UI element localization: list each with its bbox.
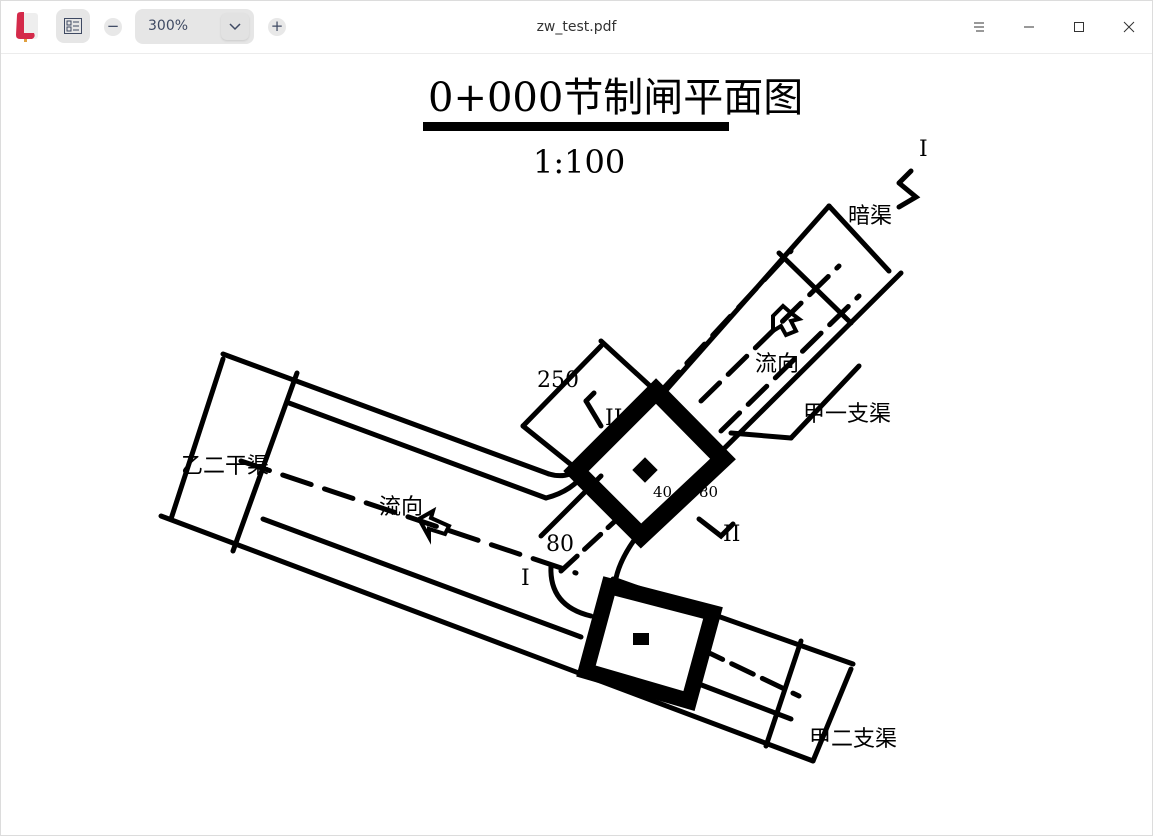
dim-80-right: 80	[699, 483, 718, 501]
close-icon	[1123, 21, 1135, 33]
title-underline	[423, 122, 729, 131]
label-flow-left: 流向	[379, 495, 423, 520]
chevron-down-icon	[229, 22, 241, 30]
dim-250: 250	[537, 368, 579, 393]
section-ii-bottom: II	[723, 522, 740, 547]
main-canal-lines	[158, 351, 816, 764]
minimize-icon	[1024, 26, 1034, 28]
lower-branch-lines	[548, 563, 856, 764]
minimize-button[interactable]	[1017, 15, 1041, 39]
label-culvert: 暗渠	[848, 204, 892, 229]
section-i-bottom: I	[521, 566, 530, 591]
close-button[interactable]	[1117, 15, 1141, 39]
label-branch-a2: 甲二支渠	[809, 727, 897, 752]
label-branch-a1: 甲一支渠	[803, 402, 891, 427]
section-i-top: I	[919, 137, 928, 162]
toolbar: − 300% + zw_test.pdf	[1, 1, 1152, 54]
maximize-button[interactable]	[1067, 15, 1091, 39]
thumbnail-toggle-button[interactable]	[56, 9, 90, 43]
drawing-scale: 1:100	[533, 143, 625, 181]
upper-gate-structure	[563, 378, 736, 549]
sidebar-icon	[64, 18, 82, 34]
drawing-labels: 暗渠 流向 甲一支渠 乙二干渠 流向 甲二支渠 I I II II 250 80…	[181, 137, 928, 752]
document-title: zw_test.pdf	[536, 19, 617, 35]
zoom-out-button[interactable]: −	[104, 18, 122, 36]
pdf-page-drawing: 0+000节制闸平面图 1:100	[158, 75, 928, 764]
upper-branch-lines	[520, 168, 921, 581]
menu-icon	[974, 22, 984, 32]
zoom-value: 300%	[148, 18, 189, 34]
label-main-canal: 乙二干渠	[181, 454, 269, 479]
menu-button[interactable]	[967, 15, 991, 39]
drawing-title: 0+000节制闸平面图	[428, 75, 803, 121]
dim-80-left: 80	[546, 532, 574, 557]
app-logo-icon	[14, 11, 42, 43]
zoom-dropdown-button[interactable]	[221, 13, 249, 40]
section-ii-top: II	[605, 406, 622, 431]
zoom-select[interactable]: 300%	[135, 9, 254, 44]
maximize-icon	[1074, 22, 1084, 32]
dim-40: 40	[653, 483, 672, 501]
zoom-in-button[interactable]: +	[268, 18, 286, 36]
label-flow-upper: 流向	[755, 352, 799, 377]
